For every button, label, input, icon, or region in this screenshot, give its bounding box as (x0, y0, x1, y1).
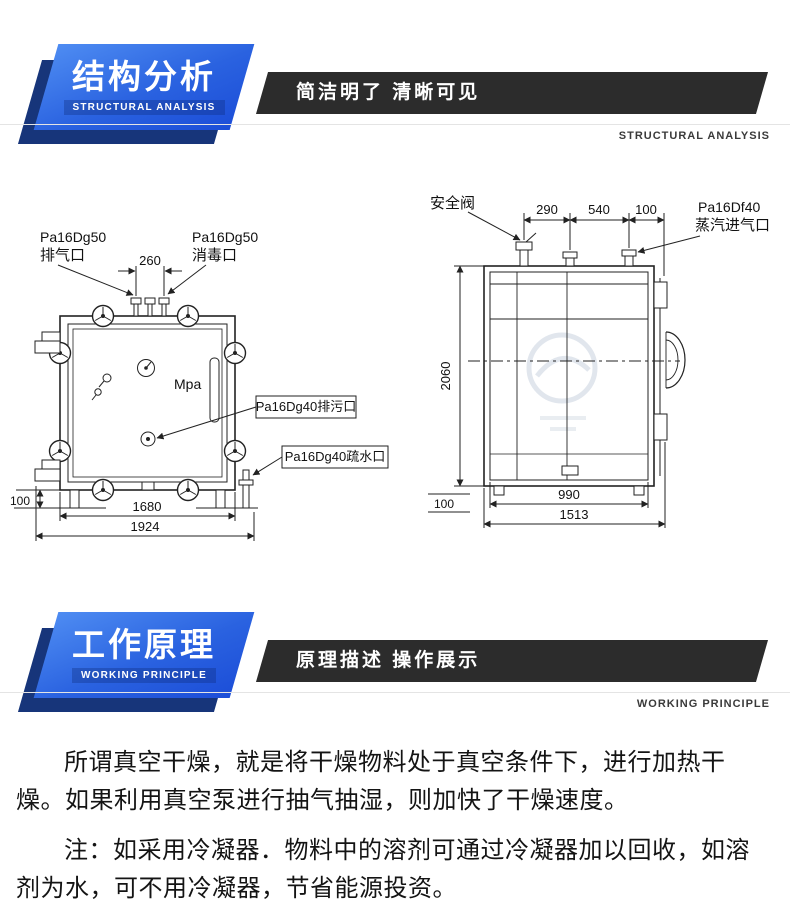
gauge-unit-label: Mpa (174, 376, 201, 392)
top-pipe-fittings (130, 297, 170, 317)
trap-port-label: Pa16Dg40疏水口 (285, 449, 385, 464)
dim-2060: 2060 (438, 362, 453, 391)
divider-line (0, 692, 790, 693)
side-view-drawing: 安全阀 290 540 100 Pa16Df40 蒸汽进气口 2060 100 … (428, 194, 770, 528)
door-valve-icons (91, 373, 112, 401)
section-title-en: STRUCTURAL ANALYSIS (63, 100, 225, 116)
side-dim-lines (428, 211, 701, 528)
ribbon-inner: 结构分析 STRUCTURAL ANALYSIS (46, 44, 242, 130)
front-dim-lines (16, 264, 389, 541)
dim-1680: 1680 (133, 499, 162, 514)
front-view-drawing: Pa16Dg50 排气口 Pa16Dg50 消毒口 260 Mpa Pa16Dg… (10, 229, 389, 541)
top-fitting-icon (562, 251, 578, 267)
steam-inlet-label-1: Pa16Df40 (698, 199, 760, 215)
dim-1924: 1924 (131, 519, 160, 534)
chamber-outline (59, 315, 236, 491)
section-caption-en: STRUCTURAL ANALYSIS (618, 130, 770, 142)
section-header-structural-analysis: 结构分析 STRUCTURAL ANALYSIS 简洁明了 清晰可见 STRUC… (0, 0, 790, 172)
side-chamber-outline (468, 265, 680, 496)
ribbon-shape: 工作原理 WORKING PRINCIPLE (33, 612, 255, 698)
ribbon-inner: 工作原理 WORKING PRINCIPLE (46, 612, 242, 698)
section-title-en: WORKING PRINCIPLE (72, 668, 216, 684)
dim-1513: 1513 (560, 507, 589, 522)
ribbon-shape: 结构分析 STRUCTURAL ANALYSIS (33, 44, 255, 130)
section-title-cn: 工作原理 (72, 625, 216, 663)
drain-port-label: Pa16Dg40排污口 (256, 399, 356, 414)
section-banner: 原理描述 操作展示 (255, 640, 769, 682)
section-caption-en: WORKING PRINCIPLE (636, 698, 770, 710)
dim-100-top: 100 (635, 202, 657, 217)
door-hinges (653, 278, 686, 476)
dim-100-bottom: 100 (434, 497, 454, 511)
dim-260: 260 (139, 253, 161, 268)
technical-drawings: Pa16Dg50 排气口 Pa16Dg50 消毒口 260 Mpa Pa16Dg… (0, 184, 790, 568)
drain-port-icon (140, 431, 156, 491)
steam-inlet-label-2: 蒸汽进气口 (695, 217, 770, 234)
safety-valve-icon (515, 232, 537, 267)
pressure-gauge-icon (137, 359, 155, 377)
dim-100-front: 100 (10, 494, 30, 508)
steam-inlet-icon (621, 249, 637, 267)
sterilize-port-label-1: Pa16Dg50 (192, 229, 258, 245)
divider-line (0, 124, 790, 125)
dim-290: 290 (536, 202, 558, 217)
paragraph-principle: 所谓真空干燥，就是将干燥物料处于真空条件下，进行加热干燥。如果利用真空泵进行抽气… (16, 749, 726, 814)
section-header-working-principle: 工作原理 WORKING PRINCIPLE 原理描述 操作展示 WORKING… (0, 568, 790, 740)
exhaust-port-label-1: Pa16Dg50 (40, 229, 106, 245)
section-banner: 简洁明了 清晰可见 (255, 72, 769, 114)
watermark-logo (526, 332, 598, 431)
safety-valve-label: 安全阀 (430, 194, 475, 212)
section-banner-text: 简洁明了 清晰可见 (296, 82, 481, 103)
description-text: 所谓真空干燥，就是将干燥物料处于真空条件下，进行加热干燥。如果利用真空泵进行抽气… (0, 740, 790, 921)
section-banner-text: 原理描述 操作展示 (296, 650, 481, 671)
dim-990: 990 (558, 487, 580, 502)
section-title-cn: 结构分析 (72, 57, 216, 95)
exhaust-port-label-2: 排气口 (40, 247, 85, 264)
dim-540: 540 (588, 202, 610, 217)
sight-glass (209, 357, 220, 423)
paragraph-note: 注：如采用冷凝器．物料中的溶剂可通过冷凝器加以回收，如溶剂为水，可不用冷凝器，节… (16, 837, 750, 902)
sterilize-port-label-2: 消毒口 (192, 247, 237, 264)
